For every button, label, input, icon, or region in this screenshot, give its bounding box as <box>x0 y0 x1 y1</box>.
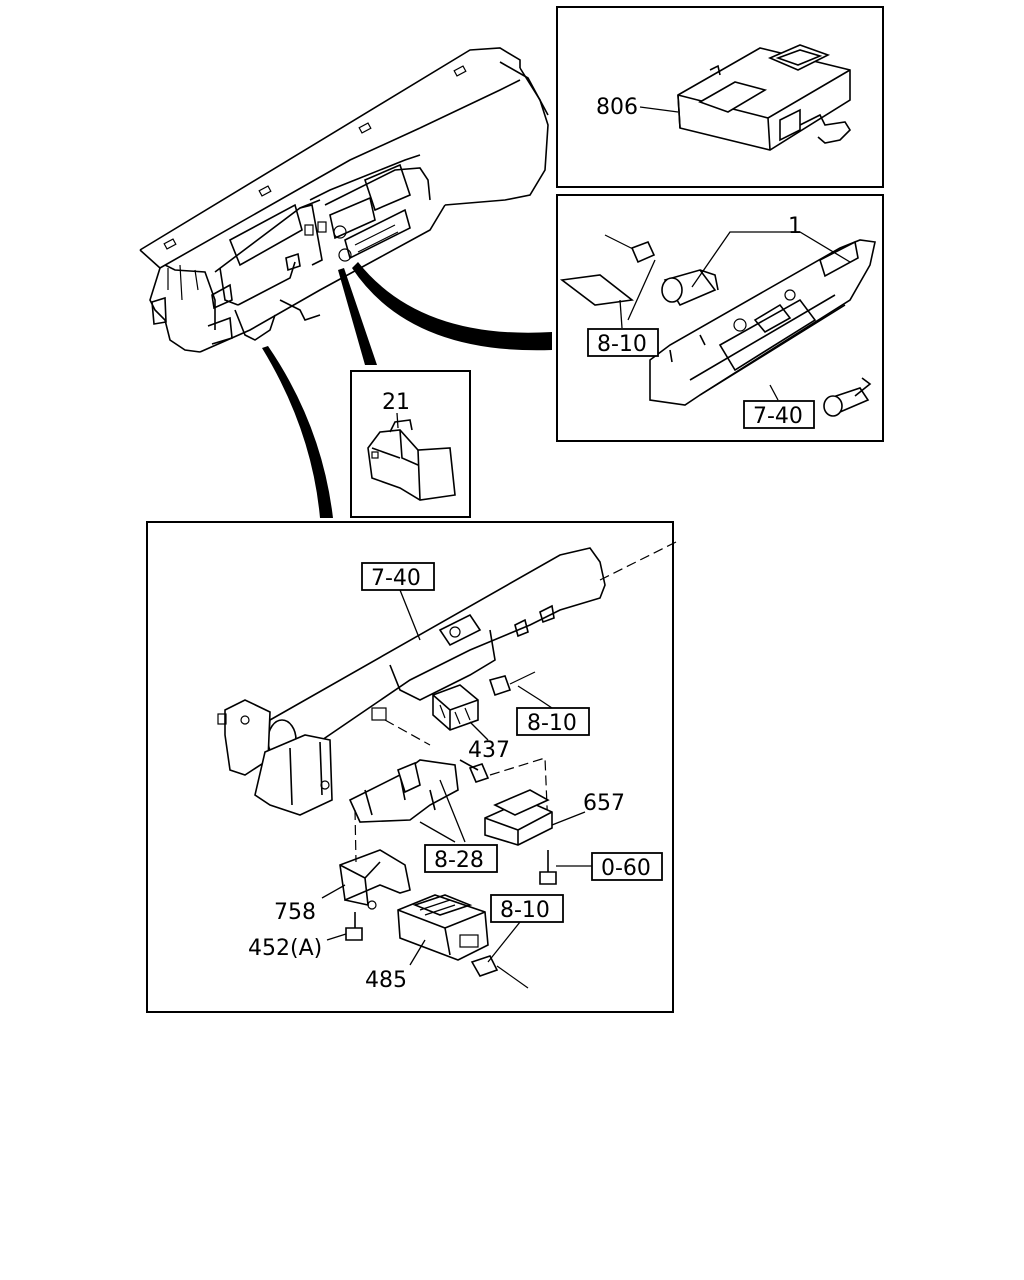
control-unit-806 <box>677 44 852 151</box>
ref-box-7-40-main: 7-40 <box>371 566 421 591</box>
callout-swoosh-right <box>352 262 552 351</box>
part-label-437: 437 <box>468 738 510 763</box>
part-label-1: 1 <box>788 214 802 239</box>
left-bracket <box>217 699 333 816</box>
socket-part <box>661 269 719 307</box>
part-label-806: 806 <box>596 95 638 120</box>
part-label-485: 485 <box>365 968 407 993</box>
bolt-0-60 <box>539 850 557 885</box>
part-label-758: 758 <box>274 900 316 925</box>
accessory-panel-1 <box>649 239 876 406</box>
relay-437 <box>432 684 479 731</box>
bracket-758 <box>339 809 411 910</box>
callout-swoosh-left <box>262 346 333 518</box>
ref-box-8-28: 8-28 <box>434 848 484 873</box>
part-label-657: 657 <box>583 791 625 816</box>
part-label-452a: 452(A) <box>248 936 322 961</box>
ref-box-0-60: 0-60 <box>601 856 651 881</box>
pad-part <box>559 274 634 306</box>
bolt-mid <box>459 759 490 783</box>
mounting-bracket-8-28 <box>348 707 459 823</box>
control-unit-485 <box>397 894 489 961</box>
screw-452a <box>345 912 363 941</box>
switch-21 <box>367 419 456 501</box>
module-657 <box>484 789 553 846</box>
ref-box-7-40-top: 7-40 <box>753 404 803 429</box>
connector-8-10-mid <box>488 671 536 697</box>
ref-box-8-10-mid: 8-10 <box>527 711 577 736</box>
ref-box-8-10-bottom: 8-10 <box>500 898 550 923</box>
ref-box-8-10-top: 8-10 <box>597 332 647 357</box>
wire-connector-top <box>604 234 656 264</box>
dashboard-assembly <box>139 47 549 353</box>
connector-8-10-bottom <box>470 955 529 989</box>
part-label-21: 21 <box>382 390 410 415</box>
callout-swoosh-middle <box>338 268 377 365</box>
plug-part <box>823 377 872 417</box>
